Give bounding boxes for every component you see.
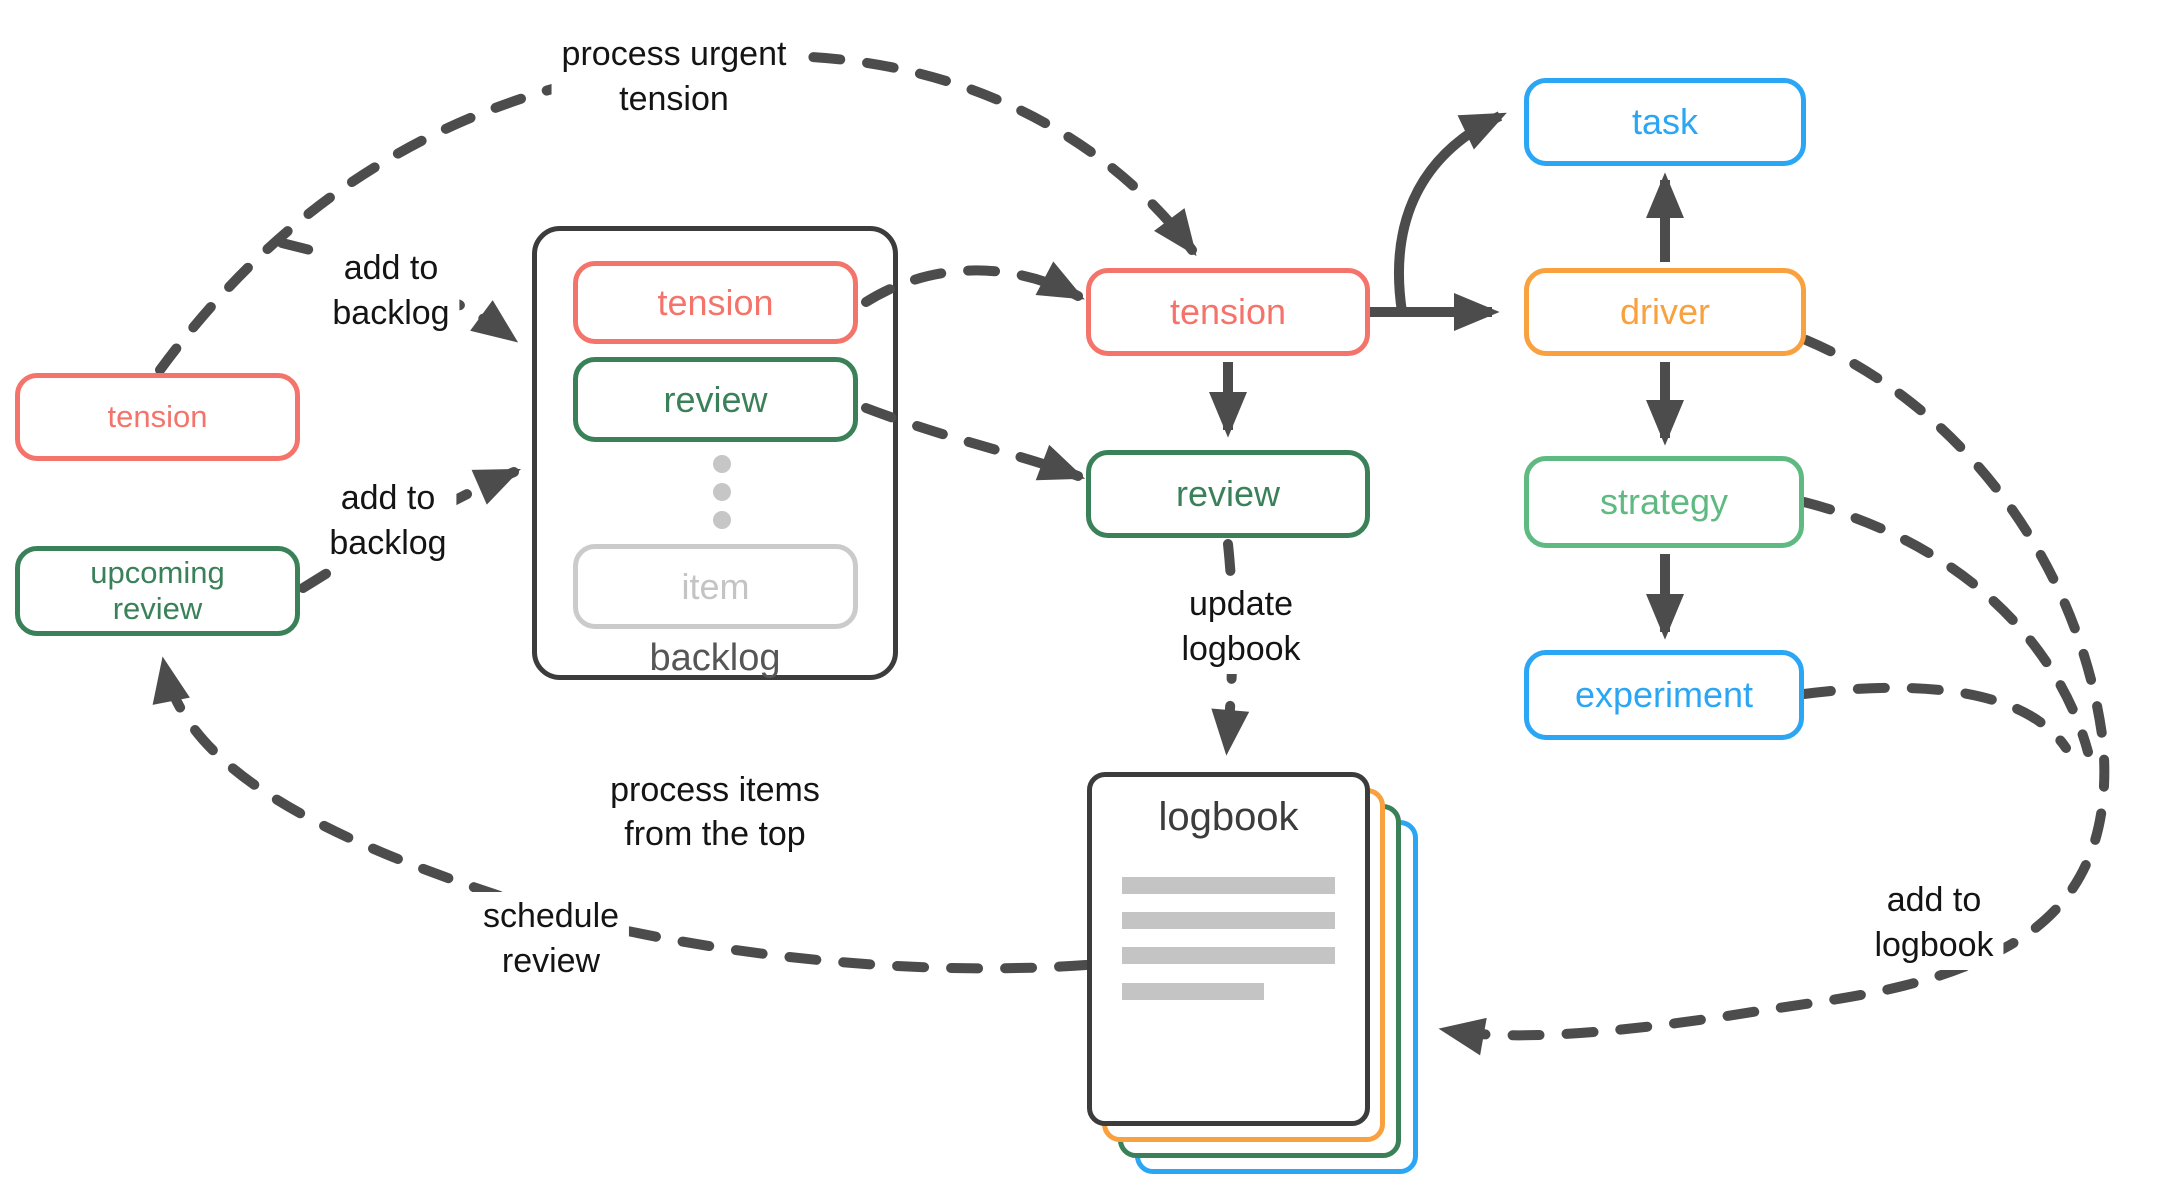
label-add-to-backlog-top: add to backlog xyxy=(322,244,460,338)
node-backlog-item-label: item xyxy=(681,565,750,607)
node-task-label: task xyxy=(1631,101,1699,143)
logbook-page-front: logbook xyxy=(1087,772,1370,1126)
label-add-to-logbook: add to logbook xyxy=(1864,876,2004,970)
edge-backlog-review-out xyxy=(861,403,1086,481)
node-tension-left: tension xyxy=(15,373,300,461)
node-experiment-label: experiment xyxy=(1574,674,1754,716)
backlog-caption: process items from the top xyxy=(610,771,820,854)
node-backlog-tension-label: tension xyxy=(657,281,774,323)
edge-schedule-review xyxy=(152,656,1091,974)
backlog-ellipsis-dot xyxy=(713,455,731,473)
node-strategy-label: strategy xyxy=(1599,481,1729,523)
node-driver: driver xyxy=(1524,268,1806,356)
logbook-text-line xyxy=(1122,947,1335,964)
node-backlog-review: review xyxy=(573,357,858,442)
edge-strategy-to-logbook xyxy=(1799,497,2093,757)
node-strategy: strategy xyxy=(1524,456,1804,548)
logbook-text-line xyxy=(1122,983,1264,1000)
node-upcoming-review: upcoming review xyxy=(15,546,300,636)
node-driver-label: driver xyxy=(1619,291,1711,333)
edge-tension-to-task xyxy=(1394,111,1507,313)
node-center-tension-label: tension xyxy=(1169,291,1287,333)
node-task: task xyxy=(1524,78,1806,166)
logbook-text-line xyxy=(1122,877,1335,894)
label-add-to-backlog-bottom: add to backlog xyxy=(319,474,457,568)
edge-experiment-to-logbook xyxy=(1799,682,2071,753)
edge-driver-to-logbook xyxy=(1438,335,2110,1056)
node-center-review: review xyxy=(1086,450,1370,538)
logbook-title: logbook xyxy=(1158,795,1299,839)
node-center-tension: tension xyxy=(1086,268,1370,356)
node-backlog-review-label: review xyxy=(663,378,768,420)
node-tension-left-label: tension xyxy=(107,399,208,435)
node-center-review-label: review xyxy=(1175,473,1281,515)
label-process-urgent-tension: process urgent tension xyxy=(551,30,797,124)
node-backlog-tension: tension xyxy=(573,261,858,344)
backlog-ellipsis-dot xyxy=(713,483,731,501)
node-experiment: experiment xyxy=(1524,650,1804,740)
backlog-title: backlog xyxy=(649,637,781,679)
node-backlog-item: item xyxy=(573,544,858,629)
backlog-ellipsis-dot xyxy=(713,511,731,529)
label-update-logbook: update logbook xyxy=(1171,580,1311,674)
label-schedule-review: schedule review xyxy=(472,892,630,986)
node-upcoming-review-label: upcoming review xyxy=(90,555,225,626)
logbook-text-line xyxy=(1122,912,1335,929)
edge-backlog-tension-out xyxy=(861,261,1085,307)
